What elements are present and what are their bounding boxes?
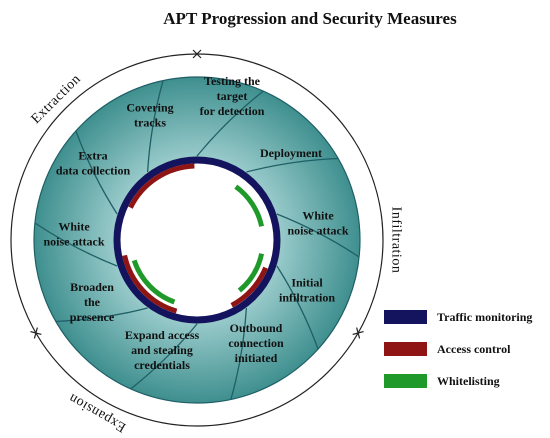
access-control-arc xyxy=(128,163,195,209)
legend-label-whitelisting: Whitelisting xyxy=(437,374,500,388)
segment-label-line: initiated xyxy=(235,351,278,365)
traffic-monitoring-ring xyxy=(113,156,281,324)
phase-label-infiltration: Infiltration xyxy=(389,207,404,274)
segment-label-line: Expand access xyxy=(125,328,200,342)
segment-label-line: Broaden xyxy=(70,280,114,294)
access-control-arc xyxy=(230,266,268,308)
legend-label-traffic-monitoring: Traffic monitoring xyxy=(437,310,532,324)
phase-boundary-marker xyxy=(352,327,364,339)
legend-label-access-control: Access control xyxy=(437,342,511,356)
legend-swatch-whitelisting xyxy=(384,374,427,388)
access-control-arc xyxy=(122,254,178,314)
segment-divider xyxy=(230,307,248,400)
whitelisting-arc xyxy=(237,253,265,293)
legend-swatch-access-control xyxy=(384,342,427,356)
segment-label-line: Initial xyxy=(291,276,323,290)
segment-label-line: White xyxy=(58,220,90,234)
segment-label-line: for detection xyxy=(200,104,265,118)
segment-label-line: White xyxy=(302,209,334,223)
segment-label-line: connection xyxy=(228,336,284,350)
security-arcs xyxy=(122,163,268,314)
segment-label-line: noise attack xyxy=(288,224,349,238)
whitelisting-arc xyxy=(131,259,176,305)
segment-label-line: Testing the xyxy=(204,74,261,88)
segment-label-line: Covering xyxy=(126,101,173,115)
segment-divider xyxy=(276,213,360,258)
segment-divider xyxy=(130,323,198,390)
segment-divider xyxy=(196,90,264,157)
legend-swatch-traffic-monitoring xyxy=(384,310,427,324)
segment-divider xyxy=(276,265,319,350)
phase-boundary-marker xyxy=(30,327,42,339)
segment-dividers xyxy=(34,80,360,400)
segment-label-line: presence xyxy=(70,310,115,324)
segment-label-line: Outbound xyxy=(230,321,283,335)
diagram-title: APT Progression and Security Measures xyxy=(163,9,457,28)
segment-divider xyxy=(34,222,118,267)
segment-label-line: and stealing xyxy=(131,343,193,357)
segment-divider xyxy=(146,80,164,173)
whitelisting-arc xyxy=(234,184,265,227)
segment-divider xyxy=(75,130,118,215)
phase-boundary-marker xyxy=(192,49,202,59)
segment-label-line: target xyxy=(217,89,248,103)
segment-ring-outline xyxy=(33,76,361,404)
segment-label-line: tracks xyxy=(134,116,166,130)
phase-markers xyxy=(30,49,364,339)
segment-label-deployment: Deployment xyxy=(260,146,322,160)
segment-label-line: Extra xyxy=(78,149,107,163)
segment-label-line: infiltration xyxy=(279,291,335,305)
segment-label-line: Deployment xyxy=(260,146,322,160)
segment-label-line: noise attack xyxy=(44,235,105,249)
segment-label-line: credentials xyxy=(134,358,190,372)
segment-divider xyxy=(55,307,148,323)
segment-label-line: data collection xyxy=(56,164,131,178)
segment-divider xyxy=(246,157,339,173)
segment-label-line: the xyxy=(84,295,101,309)
